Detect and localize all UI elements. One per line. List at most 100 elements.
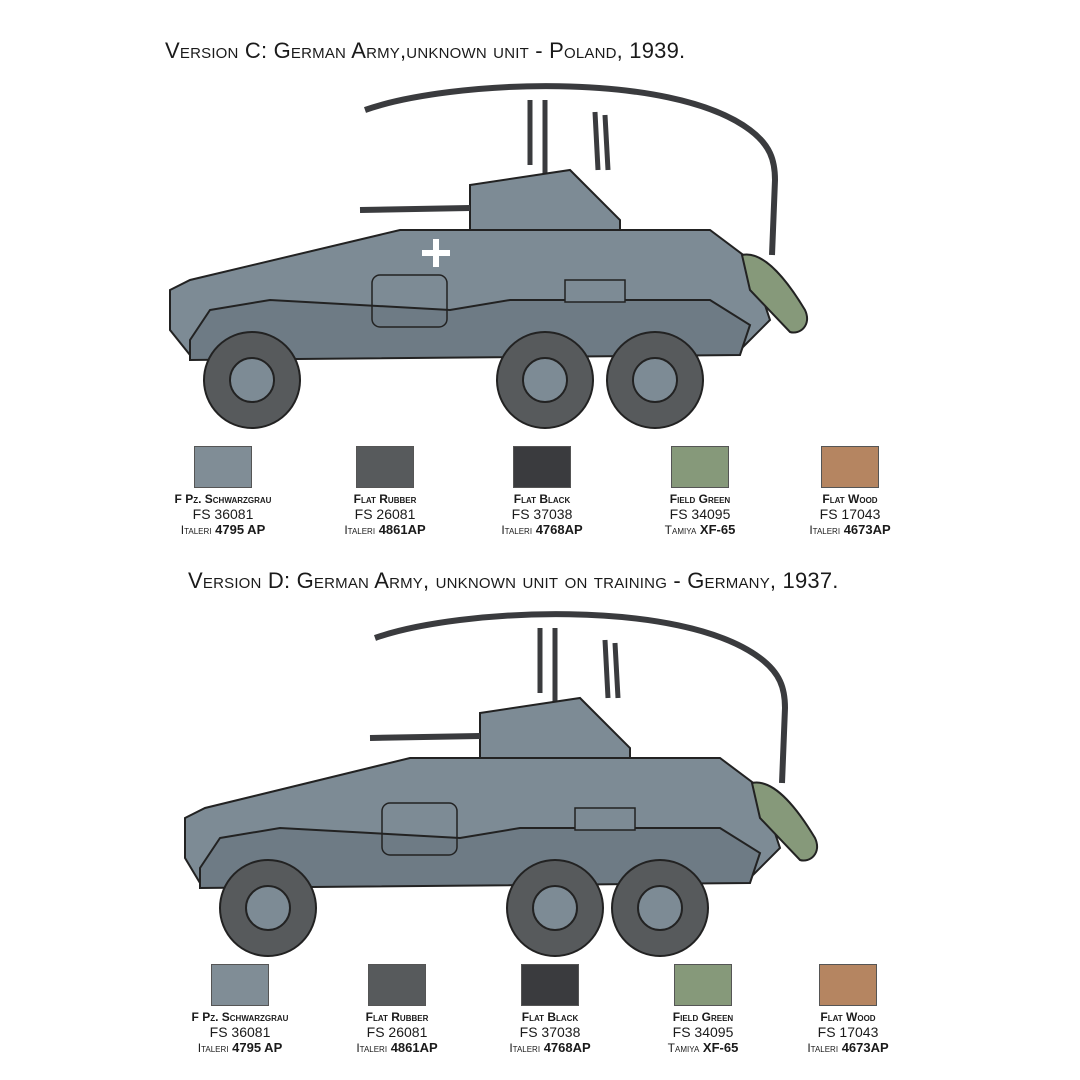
swatch-code: 4768AP [535, 522, 583, 537]
wheel-front [219, 859, 317, 957]
swatch-brand-code: Italeri 4795 AP [153, 522, 293, 538]
swatch-code: 4861AP [378, 522, 426, 537]
swatch-brand: Tamiya [664, 523, 697, 537]
swatch-brand-code: Italeri 4673AP [778, 1040, 918, 1056]
wheel-rear [606, 331, 704, 429]
turret-gun [369, 733, 481, 741]
swatch-chip [674, 964, 732, 1006]
hull-lower [199, 826, 762, 890]
swatch-flat-black: Flat Black FS 37038 Italeri 4768AP [472, 446, 612, 538]
swatch-brand: Italeri [509, 1041, 541, 1055]
swatch-chip [521, 964, 579, 1006]
swatch-chip [671, 446, 729, 488]
swatch-brand-code: Italeri 4768AP [472, 522, 612, 538]
swatch-brand: Italeri [344, 523, 376, 537]
swatch-fs-code: FS 37038 [519, 1024, 581, 1040]
radio-frame-support [537, 628, 621, 703]
swatch-fs-code: FS 17043 [817, 1024, 879, 1040]
swatch-chip [819, 964, 877, 1006]
swatch-code: 4673AP [843, 522, 891, 537]
swatch-brand: Italeri [807, 1041, 839, 1055]
swatch-name: F Pz. Schwarzgrau [174, 492, 272, 506]
swatch-brand-code: Italeri 4861AP [315, 522, 455, 538]
turret [469, 168, 621, 236]
swatch-chip [211, 964, 269, 1006]
swatch-brand: Italeri [809, 523, 841, 537]
swatch-code: XF-65 [699, 522, 736, 537]
swatch-name: Flat Black [521, 1010, 579, 1024]
swatch-fs-code: FS 37038 [511, 506, 573, 522]
swatch-chip [513, 446, 571, 488]
swatch-code: XF-65 [702, 1040, 739, 1055]
wheel-rear [611, 859, 709, 957]
swatch-brand: Tamiya [667, 1041, 700, 1055]
version-c-title: Version C: German Army,unknown unit - Po… [165, 38, 686, 63]
swatch-chip [821, 446, 879, 488]
turret [479, 696, 631, 764]
swatch-chip [194, 446, 252, 488]
vehicle-body-group [169, 83, 809, 429]
swatch-name: Field Green [672, 1010, 734, 1024]
swatch-name: Flat Wood [820, 1010, 876, 1024]
radio-frame-antenna [364, 83, 779, 256]
swatch-code: 4795 AP [232, 1040, 283, 1055]
spare-tire [750, 781, 819, 862]
swatch-field-green: Field Green FS 34095 Tamiya XF-65 [633, 964, 773, 1056]
color-swatches-version-c: F Pz. Schwarzgrau FS 36081 Italeri 4795 … [0, 446, 1080, 546]
swatch-name: F Pz. Schwarzgrau [191, 1010, 289, 1024]
swatch-chip [356, 446, 414, 488]
storage-box [564, 279, 626, 303]
swatch-flat-wood: Flat Wood FS 17043 Italeri 4673AP [780, 446, 920, 538]
swatch-name: Field Green [669, 492, 731, 506]
swatch-code: 4673AP [841, 1040, 889, 1055]
armored-car-version-c [169, 83, 809, 429]
swatch-code: 4768AP [543, 1040, 591, 1055]
swatch-fs-code: FS 34095 [672, 1024, 734, 1040]
swatch-brand: Italeri [180, 523, 212, 537]
side-hatch [371, 274, 448, 328]
swatch-code: 4861AP [390, 1040, 438, 1055]
swatch-flat-black: Flat Black FS 37038 Italeri 4768AP [480, 964, 620, 1056]
swatch-brand-code: Italeri 4861AP [327, 1040, 467, 1056]
swatch-brand-code: Tamiya XF-65 [630, 522, 770, 538]
swatch-schwarzgrau: F Pz. Schwarzgrau FS 36081 Italeri 4795 … [170, 964, 310, 1056]
wheel-middle [496, 331, 594, 429]
side-hatch [381, 802, 458, 856]
swatch-brand: Italeri [197, 1041, 229, 1055]
radio-frame-support [527, 100, 611, 175]
swatch-name: Flat Rubber [353, 492, 417, 506]
swatch-brand-code: Italeri 4795 AP [170, 1040, 310, 1056]
swatch-field-green: Field Green FS 34095 Tamiya XF-65 [630, 446, 770, 538]
armored-car-version-d [184, 611, 819, 957]
swatch-brand-code: Tamiya XF-65 [633, 1040, 773, 1056]
swatch-flat-rubber: Flat Rubber FS 26081 Italeri 4861AP [315, 446, 455, 538]
swatch-name: Flat Black [513, 492, 571, 506]
swatch-fs-code: FS 26081 [354, 506, 416, 522]
swatch-brand: Italeri [356, 1041, 388, 1055]
swatch-code: 4795 AP [215, 522, 266, 537]
swatch-fs-code: FS 34095 [669, 506, 731, 522]
spare-tire [740, 253, 809, 334]
storage-box [574, 807, 636, 831]
swatch-fs-code: FS 26081 [366, 1024, 428, 1040]
swatch-brand-code: Italeri 4673AP [780, 522, 920, 538]
swatch-brand-code: Italeri 4768AP [480, 1040, 620, 1056]
turret-gun [359, 205, 471, 213]
swatch-flat-rubber: Flat Rubber FS 26081 Italeri 4861AP [327, 964, 467, 1056]
swatch-flat-wood: Flat Wood FS 17043 Italeri 4673AP [778, 964, 918, 1056]
color-swatches-version-d: F Pz. Schwarzgrau FS 36081 Italeri 4795 … [0, 964, 1080, 1064]
swatch-schwarzgrau: F Pz. Schwarzgrau FS 36081 Italeri 4795 … [153, 446, 293, 538]
swatch-fs-code: FS 36081 [209, 1024, 271, 1040]
swatch-fs-code: FS 17043 [819, 506, 881, 522]
swatch-fs-code: FS 36081 [192, 506, 254, 522]
wheel-middle [506, 859, 604, 957]
swatch-brand: Italeri [501, 523, 533, 537]
swatch-name: Flat Wood [822, 492, 878, 506]
balkenkreuz-cross [422, 239, 450, 267]
hull-lower [189, 298, 752, 362]
radio-frame-antenna [374, 611, 789, 784]
wheel-front [203, 331, 301, 429]
version-d-title: Version D: German Army, unknown unit on … [188, 568, 839, 593]
swatch-chip [368, 964, 426, 1006]
swatch-name: Flat Rubber [365, 1010, 429, 1024]
